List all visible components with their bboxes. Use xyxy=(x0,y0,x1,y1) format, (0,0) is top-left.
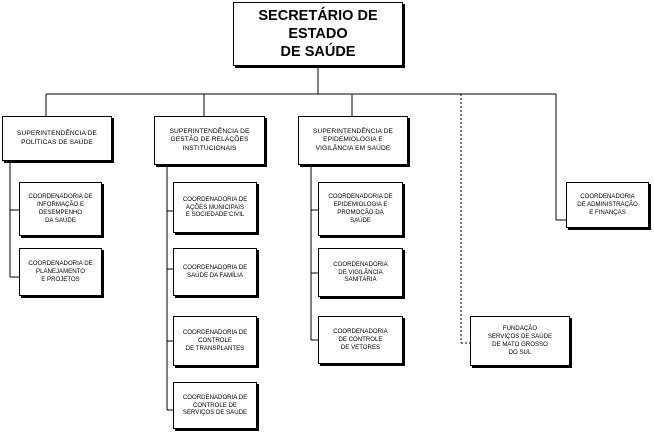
coordenadoria-label: COORDENADORIA DE VIGILÂNCIA SANITÁRIA xyxy=(333,260,388,284)
fundacao-label: FUNDAÇÃO SERVIÇOS DE SAÚDE DE MATO GROSS… xyxy=(487,325,553,356)
superintendencia-epidemiologia-box: SUPERINTENDÊNCIA DE EPIDEMIOLOGIA E VIGI… xyxy=(298,116,408,165)
coordenadoria-epidemiologia-box: COORDENADORIA DE EPIDEMIOLOGIA E PROMOÇÃ… xyxy=(318,182,403,236)
coordenadoria-label: COORDENADORIA DE EPIDEMIOLOGIA E PROMOÇÃ… xyxy=(328,193,393,224)
superintendencia-politicas-box: SUPERINTENDÊNCIA DE POLÍTICAS DE SAÚDE xyxy=(2,116,112,161)
coordenadoria-label: COORDENADORIA DE ADMINISTRAÇÃO E FINANÇA… xyxy=(577,193,638,216)
coordenadoria-vigilancia-box: COORDENADORIA DE VIGILÂNCIA SANITÁRIA xyxy=(318,248,403,297)
coordenadoria-planejamento-box: COORDENADORIA DE PLANEJAMENTO E PROJETOS xyxy=(19,248,102,296)
coordenadoria-informacao-box: COORDENADORIA DE INFORMAÇÃO E DESEMPENHO… xyxy=(19,182,102,236)
coordenadoria-administracao-box: COORDENADORIA DE ADMINISTRAÇÃO E FINANÇA… xyxy=(566,182,649,228)
coordenadoria-servicos-saude-box: COORDENADORIA DE CONTROLE DE SERVIÇOS DE… xyxy=(173,382,257,429)
coordenadoria-acoes-municipais-box: COORDENADORIA DE AÇÕES MUNICIPAIS E SOCI… xyxy=(173,182,257,233)
coordenadoria-label: COORDENADORIA DE CONTROLE DE TRANSPLANTE… xyxy=(182,329,248,352)
superintendencia-label: SUPERINTENDÊNCIA DE EPIDEMIOLOGIA E VIGI… xyxy=(313,128,393,152)
coordenadoria-label: COORDENADORIA DE INFORMAÇÃO E DESEMPENHO… xyxy=(28,193,93,224)
coordenadoria-label: COORDENADORIA DE SAÚDE DA FAMÍLIA xyxy=(182,264,248,279)
secretario-box: SECRETÁRIO DE ESTADO DE SAÚDE xyxy=(233,2,403,66)
coordenadoria-label: COORDENADORIA DE AÇÕES MUNICIPAIS E SOCI… xyxy=(182,195,248,219)
coordenadoria-vetores-box: COORDENADORIA DE CONTROLE DE VETORES xyxy=(318,316,403,364)
coordenadoria-transplantes-box: COORDENADORIA DE CONTROLE DE TRANSPLANTE… xyxy=(173,316,257,366)
secretario-label: SECRETÁRIO DE ESTADO DE SAÚDE xyxy=(258,8,378,60)
superintendencia-label: SUPERINTENDÊNCIA DE GESTÃO DE RELAÇÕES I… xyxy=(169,128,250,152)
fundacao-box: FUNDAÇÃO SERVIÇOS DE SAÚDE DE MATO GROSS… xyxy=(470,316,570,366)
superintendencia-relacoes-box: SUPERINTENDÊNCIA DE GESTÃO DE RELAÇÕES I… xyxy=(154,116,265,165)
coordenadoria-label: COORDENADORIA DE CONTROLE DE VETORES xyxy=(333,328,388,351)
superintendencia-label: SUPERINTENDÊNCIA DE POLÍTICAS DE SAÚDE xyxy=(17,130,97,146)
coordenadoria-label: COORDENADORIA DE PLANEJAMENTO E PROJETOS xyxy=(28,260,93,283)
coordenadoria-label: COORDENADORIA DE CONTROLE DE SERVIÇOS DE… xyxy=(182,393,248,417)
coordenadoria-saude-familia-box: COORDENADORIA DE SAÚDE DA FAMÍLIA xyxy=(173,248,257,296)
